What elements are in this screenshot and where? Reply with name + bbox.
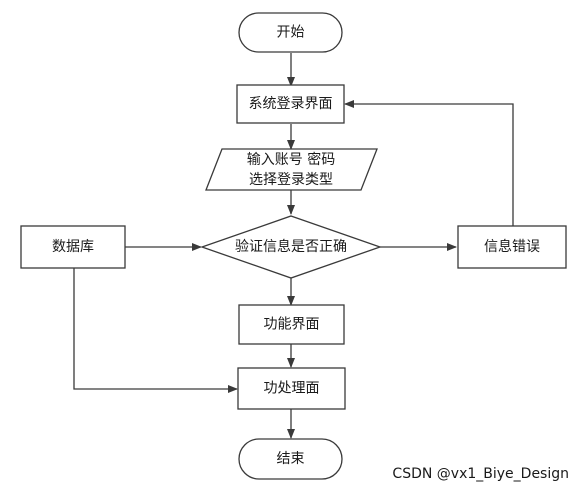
login-screen-box	[236, 84, 345, 124]
process-label: 功处理面	[264, 381, 320, 397]
connector-error-to-login	[344, 100, 514, 226]
input-label-line1: 输入账号 密码	[247, 151, 335, 168]
function-screen-label: 功能界面	[264, 317, 320, 333]
function-screen-box	[238, 304, 345, 345]
end-label: 结束	[277, 451, 305, 467]
database-box	[20, 225, 126, 269]
login-screen-label: 系统登录界面	[249, 96, 333, 112]
input-parallelogram	[205, 148, 378, 191]
input-label-line2: 选择登录类型	[249, 172, 333, 188]
verify-decision-diamond	[200, 215, 382, 279]
error-label: 信息错误	[484, 238, 540, 255]
verify-label: 验证信息是否正确	[235, 238, 347, 255]
start-terminal	[238, 12, 343, 53]
end-terminal	[238, 438, 343, 480]
process-box	[237, 367, 346, 410]
error-box	[457, 225, 567, 269]
start-label: 开始	[277, 25, 305, 41]
connector-database-to-process	[73, 268, 238, 393]
watermark: CSDN @vx1_Biye_Design	[392, 466, 569, 482]
database-label: 数据库	[52, 239, 94, 255]
